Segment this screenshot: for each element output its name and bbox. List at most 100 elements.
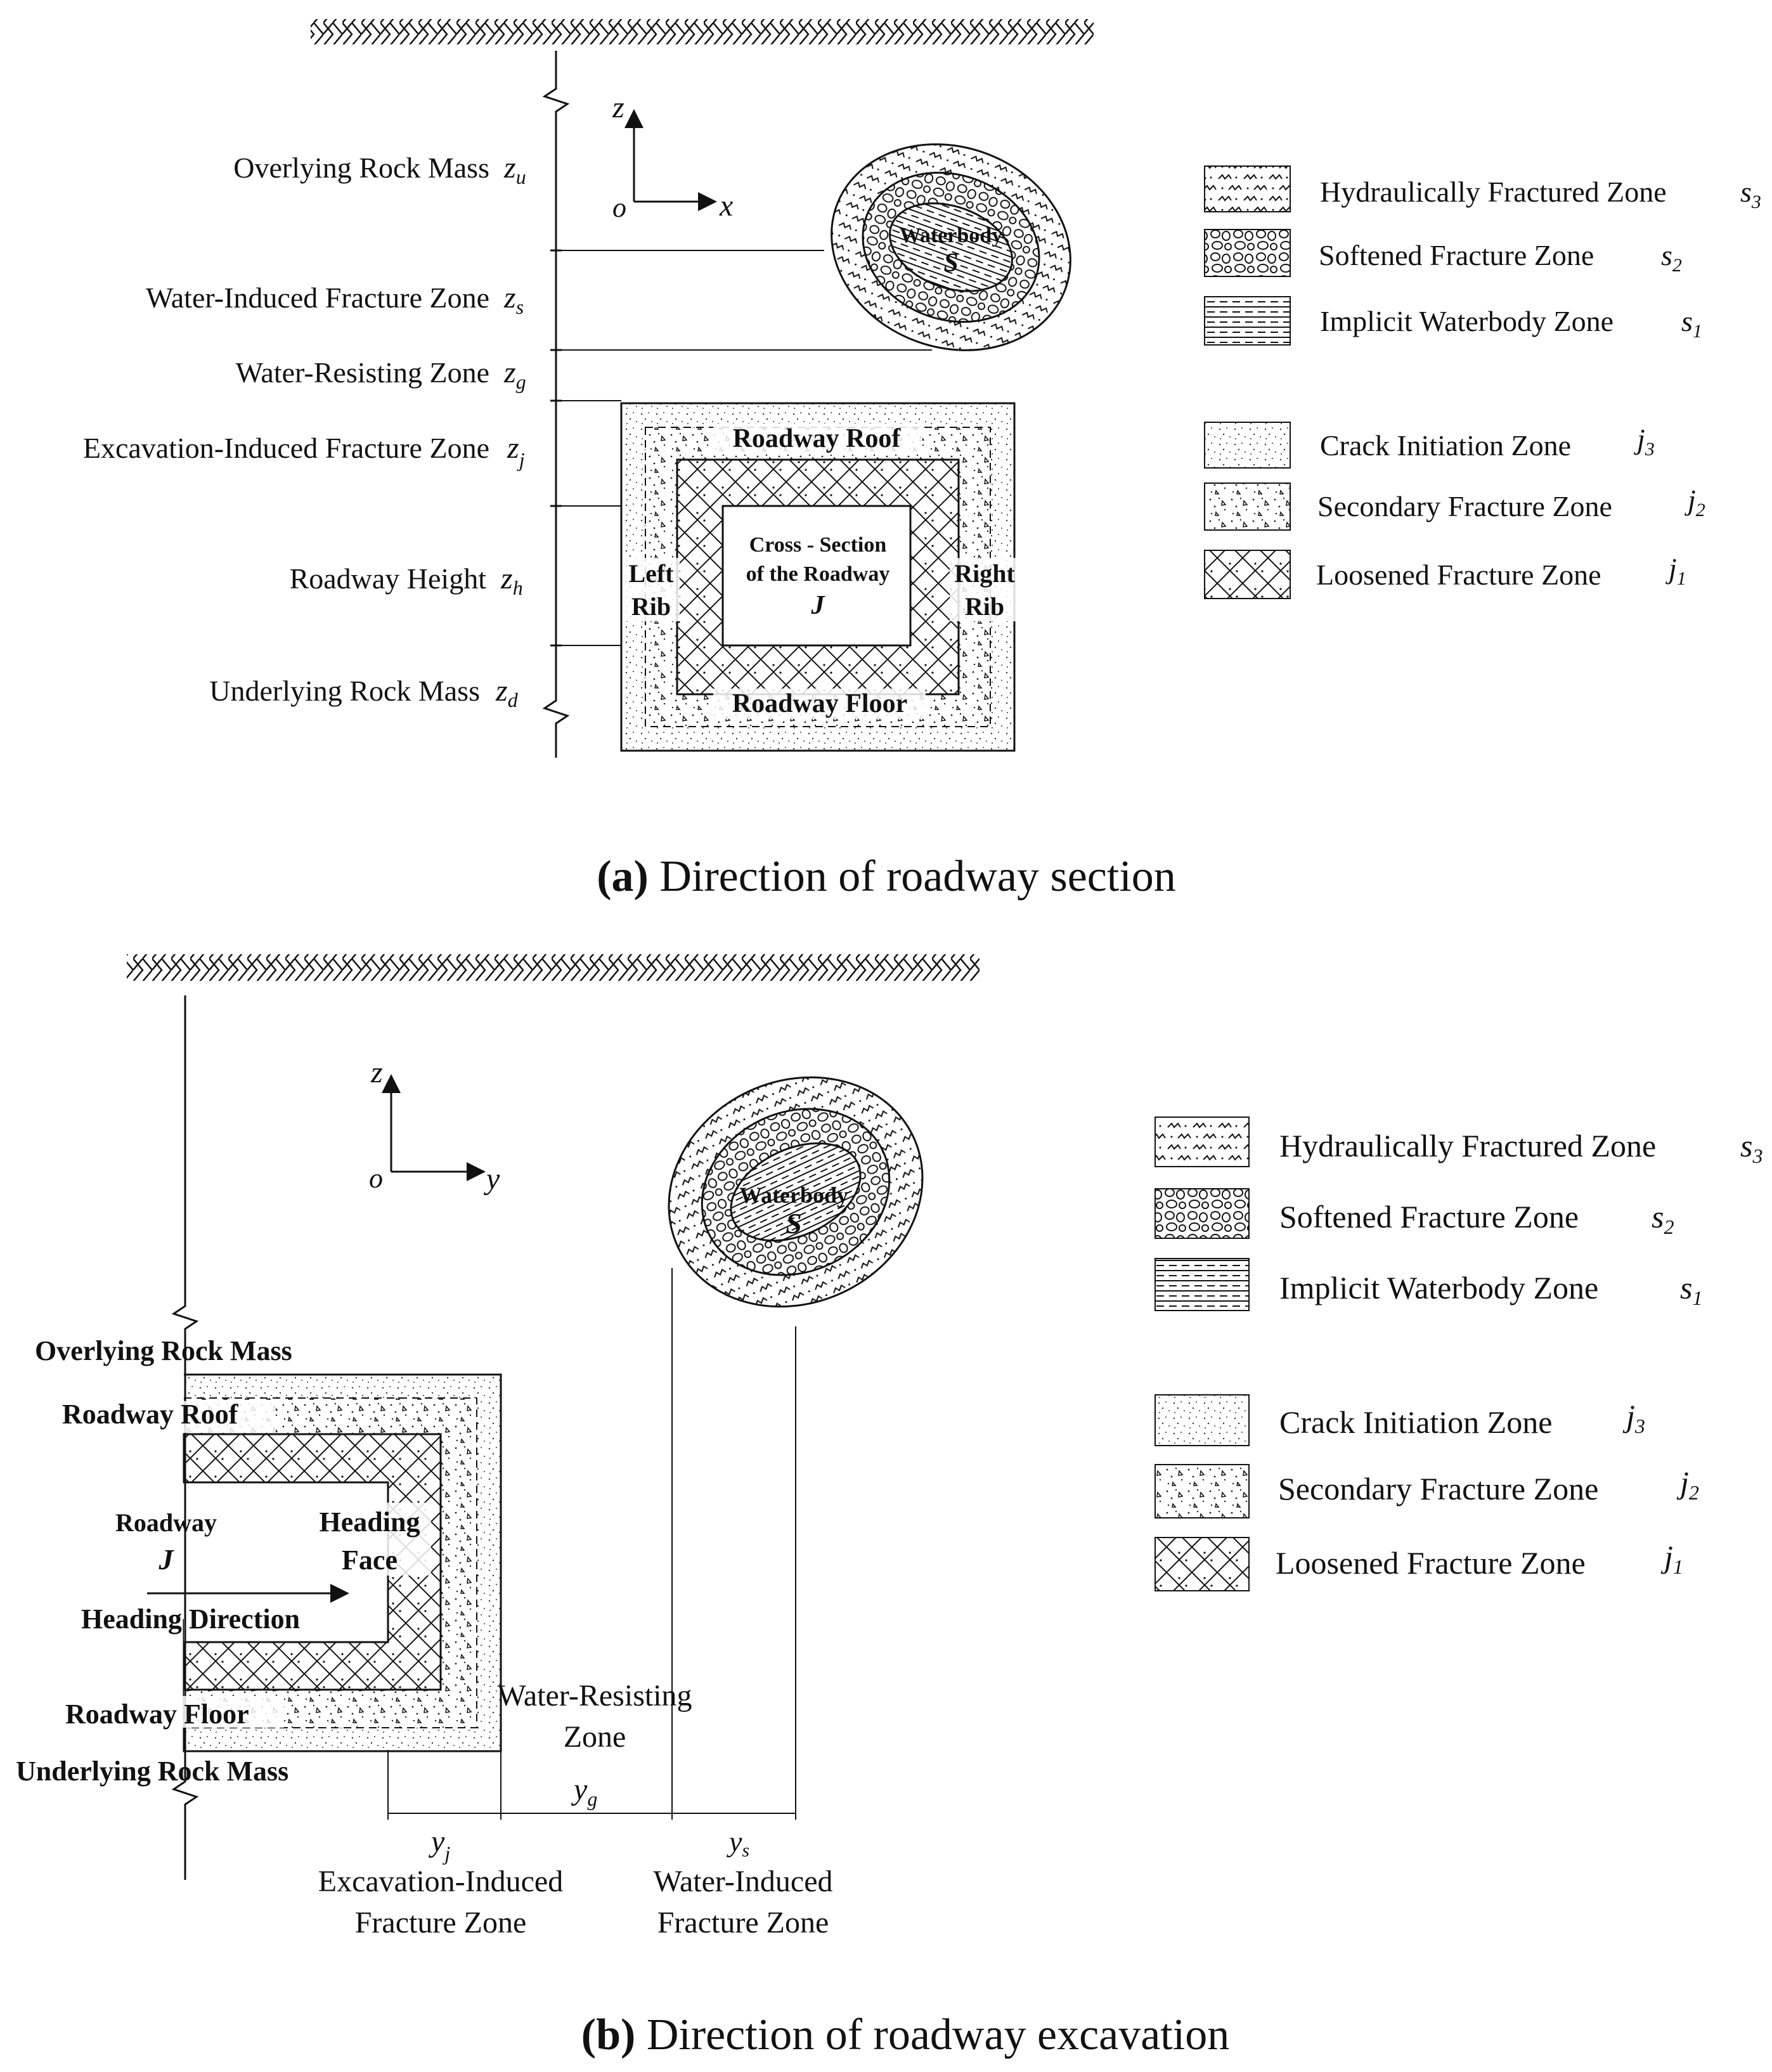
legend-a-label-hydraulic: Hydraulically Fractured Zone bbox=[1320, 176, 1667, 208]
caption-b: (b) Direction of roadway excavation bbox=[581, 2010, 1229, 2059]
legend-a-symbol-j2: j2 bbox=[1685, 484, 1705, 521]
stratum-label-water-resisting: Water-Resisting Zone bbox=[236, 356, 489, 389]
legend-b-label-implicit: Implicit Waterbody Zone bbox=[1279, 1270, 1598, 1305]
legend-b-label-loosened: Loosened Fracture Zone bbox=[1276, 1545, 1586, 1581]
excavation-zone-label-2: Fracture Zone bbox=[355, 1906, 527, 1939]
legend-b-symbol-j1: j1 bbox=[1660, 1539, 1683, 1578]
legend-b-symbol-s3: s3 bbox=[1740, 1128, 1762, 1167]
legend-a-swatch-secondary bbox=[1204, 482, 1291, 531]
legend-a-label-loosened: Loosened Fracture Zone bbox=[1316, 559, 1601, 591]
roadway-floor-label-b: Roadway Floor bbox=[65, 1699, 249, 1730]
legend-a: Hydraulically Fractured Zone s3 Softened… bbox=[1204, 165, 1761, 599]
stratum-symbol-zu: zu bbox=[503, 151, 526, 188]
strata-axis-line bbox=[542, 51, 570, 758]
legend-b-item-hydraulic: Hydraulically Fractured Zone s3 bbox=[1154, 1117, 1762, 1167]
stratum-symbol-zh: zh bbox=[500, 562, 523, 599]
ground-surface bbox=[311, 19, 1094, 44]
legend-a-symbol-s3: s3 bbox=[1740, 176, 1761, 212]
left-rib-label-1: Left bbox=[628, 559, 674, 588]
water-induced-zone-label-1: Water-Induced bbox=[653, 1865, 832, 1898]
legend-a-symbol-j3: j3 bbox=[1634, 423, 1655, 460]
left-boundary-line bbox=[171, 995, 199, 1880]
axis-z-label: z bbox=[612, 91, 624, 124]
overlying-rock-label-b: Overlying Rock Mass bbox=[35, 1335, 292, 1366]
legend-b-item-secondary: Secondary Fracture Zone j2 bbox=[1154, 1464, 1699, 1518]
ground-surface-b bbox=[127, 954, 980, 981]
cross-section-label-1: Cross - Section bbox=[749, 533, 887, 557]
axis-origin-label-b: o bbox=[369, 1163, 383, 1194]
legend-a-symbol-s2: s2 bbox=[1661, 239, 1682, 276]
roadway-label-b: Roadway bbox=[115, 1508, 217, 1537]
legend-a-swatch-loosened bbox=[1204, 550, 1291, 599]
left-rib-label-2: Rib bbox=[631, 592, 671, 621]
waterbody-symbol-b: S bbox=[786, 1207, 802, 1240]
roadway-floor-label: Roadway Floor bbox=[732, 689, 908, 718]
excavation-zone-label-1: Excavation-Induced bbox=[318, 1865, 563, 1898]
legend-b-label-crack: Crack Initiation Zone bbox=[1279, 1404, 1552, 1440]
legend-a-item-softened: Softened Fracture Zone s2 bbox=[1204, 229, 1682, 277]
waterbody-b bbox=[668, 1076, 924, 1308]
legend-b-swatch-secondary bbox=[1154, 1464, 1250, 1518]
legend-a-label-implicit: Implicit Waterbody Zone bbox=[1320, 305, 1614, 337]
stratum-symbol-zj: zj bbox=[507, 431, 525, 471]
legend-a-item-hydraulic: Hydraulically Fractured Zone s3 bbox=[1204, 165, 1761, 212]
legend-a-item-implicit: Implicit Waterbody Zone s1 bbox=[1204, 296, 1702, 346]
panel-a: Overlying Rock Mass zu Water-Induced Fra… bbox=[83, 19, 1176, 901]
right-rib-label-1: Right bbox=[954, 559, 1015, 588]
legend-b-item-softened: Softened Fracture Zone s2 bbox=[1154, 1188, 1674, 1239]
legend-b-item-crack: Crack Initiation Zone j3 bbox=[1154, 1394, 1645, 1446]
legend-b-swatch-softened bbox=[1154, 1188, 1250, 1239]
legend-b-swatch-implicit bbox=[1154, 1258, 1250, 1311]
waterbody-a bbox=[831, 143, 1071, 351]
right-rib-label-2: Rib bbox=[965, 592, 1004, 621]
dim-ys: ys bbox=[727, 1825, 749, 1861]
waterbody-symbol-a: S bbox=[943, 249, 958, 278]
legend-a-item-crack: Crack Initiation Zone j3 bbox=[1204, 422, 1655, 469]
water-resisting-label-2: Zone bbox=[564, 1720, 626, 1754]
axis-z-label-b: z bbox=[370, 1056, 383, 1089]
stratum-symbol-zg: zg bbox=[503, 356, 526, 393]
legend-b-symbol-j3: j3 bbox=[1622, 1398, 1645, 1437]
stratum-symbol-zs: zs bbox=[503, 281, 524, 318]
legend-a-swatch-softened bbox=[1204, 229, 1291, 277]
legend-a-swatch-crack bbox=[1204, 422, 1291, 469]
stratum-label-roadway-height: Roadway Height bbox=[290, 562, 487, 595]
stratum-label-underlying: Underlying Rock Mass bbox=[209, 675, 480, 707]
roadway-roof-label-b: Roadway Roof bbox=[62, 1399, 239, 1430]
water-induced-zone-label-2: Fracture Zone bbox=[657, 1906, 829, 1939]
legend-b-symbol-j2: j2 bbox=[1676, 1465, 1699, 1504]
stratum-label-water-induced: Water-Induced Fracture Zone bbox=[146, 282, 489, 314]
heading-direction-label: Heading Direction bbox=[81, 1603, 300, 1635]
axes-yz: z y o bbox=[369, 1056, 500, 1196]
dimension-lines: yj yg ys bbox=[387, 1268, 796, 1865]
legend-b-item-implicit: Implicit Waterbody Zone s1 bbox=[1154, 1258, 1702, 1311]
cross-section-label-2: of the Roadway bbox=[746, 562, 890, 586]
legend-a-label-crack: Crack Initiation Zone bbox=[1320, 429, 1571, 462]
cross-section-symbol: J bbox=[811, 591, 826, 620]
roadway-symbol-b: J bbox=[158, 1543, 175, 1576]
waterbody-label-b: Waterbody bbox=[739, 1182, 848, 1208]
axes-xz: z x o bbox=[612, 91, 733, 223]
legend-a-label-softened: Softened Fracture Zone bbox=[1319, 239, 1594, 271]
heading-face-label-2: Face bbox=[342, 1544, 398, 1576]
leader-lines bbox=[556, 250, 932, 646]
implicit-waterbody-core bbox=[889, 202, 1013, 292]
roadway-section: Roadway Roof Roadway Floor Left Rib Righ… bbox=[620, 402, 1019, 752]
strata-labels: Overlying Rock Mass zu Water-Induced Fra… bbox=[83, 151, 526, 711]
legend-a-label-secondary: Secondary Fracture Zone bbox=[1317, 490, 1612, 522]
legend-b-symbol-s1: s1 bbox=[1680, 1270, 1702, 1309]
underlying-rock-label-b: Underlying Rock Mass bbox=[16, 1756, 288, 1787]
implicit-waterbody-core-b bbox=[730, 1142, 862, 1242]
water-resisting-label-1: Water-Resisting bbox=[497, 1679, 692, 1713]
excavation-zones bbox=[183, 1373, 502, 1752]
legend-b: Hydraulically Fractured Zone s3 Softened… bbox=[1154, 1117, 1762, 1591]
legend-b-symbol-s2: s2 bbox=[1652, 1199, 1674, 1238]
stratum-symbol-zd: zd bbox=[495, 674, 519, 711]
heading-face-label-1: Heading bbox=[320, 1506, 420, 1538]
legend-b-swatch-hydraulic bbox=[1154, 1117, 1250, 1167]
legend-b-swatch-loosened bbox=[1154, 1537, 1250, 1591]
roadway-roof-label: Roadway Roof bbox=[733, 424, 902, 453]
legend-a-item-secondary: Secondary Fracture Zone j2 bbox=[1204, 482, 1705, 531]
axis-y-label-b: y bbox=[483, 1162, 500, 1196]
